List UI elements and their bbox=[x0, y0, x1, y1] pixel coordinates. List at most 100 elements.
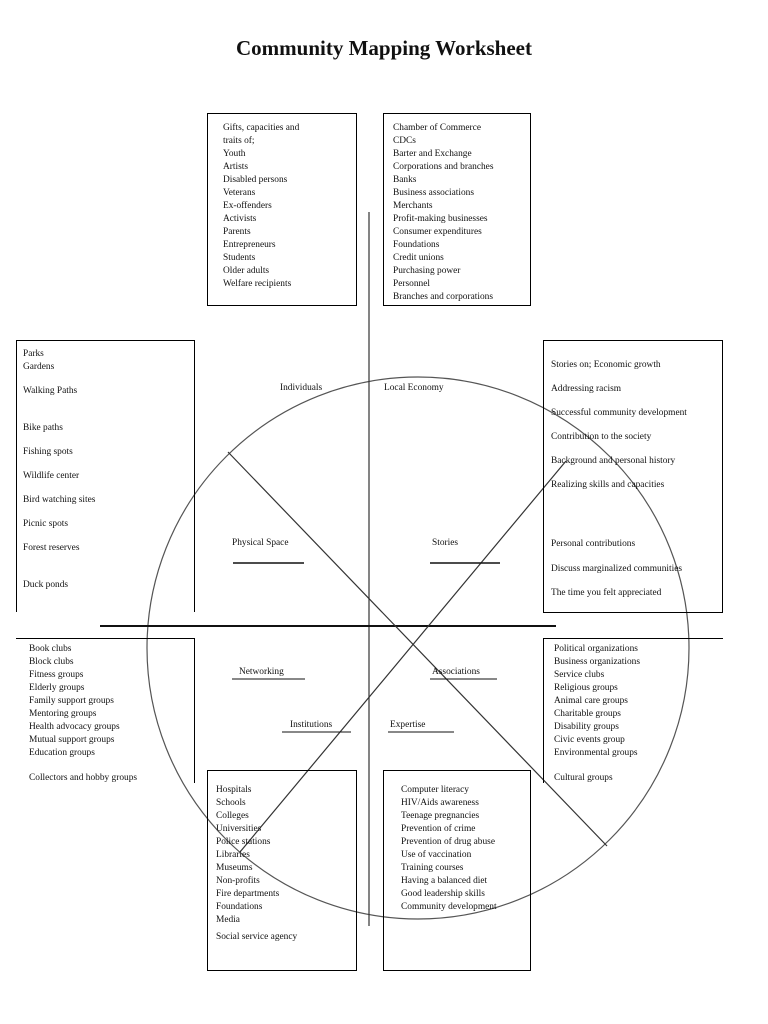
list-item: HIV/Aids awareness bbox=[401, 798, 479, 808]
list-item: The time you felt appreciated bbox=[551, 588, 662, 598]
list-item: Collectors and hobby groups bbox=[29, 773, 138, 783]
list-item: Family support groups bbox=[29, 696, 114, 706]
list-item: Barter and Exchange bbox=[393, 149, 472, 159]
label-expertise: Expertise bbox=[390, 720, 426, 730]
list-item: Activists bbox=[223, 214, 257, 224]
list-item: Having a balanced diet bbox=[401, 876, 488, 886]
list-item: Animal care groups bbox=[554, 696, 628, 706]
list-item: Bike paths bbox=[23, 423, 63, 433]
list-item: Gardens bbox=[23, 362, 55, 372]
list-item: Civic events group bbox=[554, 735, 625, 745]
list-item: Police stations bbox=[216, 837, 271, 847]
list-item: Chamber of Commerce bbox=[393, 123, 481, 133]
list-item: Mutual support groups bbox=[29, 735, 115, 745]
list-item: Profit-making businesses bbox=[393, 214, 488, 224]
list-item: Older adults bbox=[223, 266, 270, 276]
list-item: Schools bbox=[216, 798, 246, 808]
list-item: Colleges bbox=[216, 811, 249, 821]
list-item: Contribution to the society bbox=[551, 432, 652, 442]
list-item: Book clubs bbox=[29, 644, 72, 654]
list-item: Bird watching sites bbox=[23, 495, 96, 505]
list-item: Credit unions bbox=[393, 253, 444, 263]
list-item: Artists bbox=[223, 162, 249, 172]
list-item: Realizing skills and capacities bbox=[551, 480, 665, 490]
list-item: Good leadership skills bbox=[401, 889, 485, 899]
list-item: Ex-offenders bbox=[223, 201, 272, 211]
list-item: Stories on; Economic growth bbox=[551, 360, 661, 370]
list-item: traits of; bbox=[223, 136, 255, 146]
list-item: Media bbox=[216, 915, 240, 925]
list-item: Libraries bbox=[216, 850, 250, 860]
list-item: CDCs bbox=[393, 136, 416, 146]
list-item: Picnic spots bbox=[23, 519, 69, 529]
list-item: Personal contributions bbox=[551, 539, 636, 549]
list-item: Personnel bbox=[393, 279, 430, 289]
list-item: Purchasing power bbox=[393, 266, 461, 276]
list-item: Environmental groups bbox=[554, 748, 638, 758]
list-item: Computer literacy bbox=[401, 785, 469, 795]
label-individuals: Individuals bbox=[280, 383, 323, 393]
list-item: Use of vaccination bbox=[401, 850, 472, 860]
diagonal-right-to-left bbox=[239, 460, 567, 853]
list-item: Foundations bbox=[216, 902, 263, 912]
list-item: Disabled persons bbox=[223, 175, 288, 185]
list-item: Parks bbox=[23, 349, 44, 359]
list-item: Prevention of crime bbox=[401, 824, 476, 834]
list-item: Fire departments bbox=[216, 889, 280, 899]
list-item: Prevention of drug abuse bbox=[401, 837, 495, 847]
list-item: Charitable groups bbox=[554, 709, 621, 719]
list-item: Mentoring groups bbox=[29, 709, 97, 719]
list-item: Branches and corporations bbox=[393, 292, 493, 302]
list-item: Political organizations bbox=[554, 644, 638, 654]
label-institutions: Institutions bbox=[290, 720, 333, 730]
list-item: Fitness groups bbox=[29, 670, 84, 680]
list-item: Gifts, capacities and bbox=[223, 123, 300, 133]
list-item: Consumer expenditures bbox=[393, 227, 482, 237]
list-item: Teenage pregnancies bbox=[401, 811, 480, 821]
list-item: Addressing racism bbox=[551, 384, 622, 394]
list-item: Walking Paths bbox=[23, 386, 78, 396]
list-item: Education groups bbox=[29, 748, 95, 758]
list-item: Block clubs bbox=[29, 657, 74, 667]
label-physical-space: Physical Space bbox=[232, 538, 289, 548]
label-networking: Networking bbox=[239, 667, 284, 677]
list-item: Disability groups bbox=[554, 722, 619, 732]
list-item: Fishing spots bbox=[23, 447, 73, 457]
list-item: Banks bbox=[393, 175, 417, 185]
list-item: Hospitals bbox=[216, 785, 252, 795]
list-item: Welfare recipients bbox=[223, 279, 292, 289]
list-item: Health advocacy groups bbox=[29, 722, 120, 732]
list-item: Business associations bbox=[393, 188, 474, 198]
list-item: Cultural groups bbox=[554, 773, 613, 783]
list-item: Non-profits bbox=[216, 876, 260, 886]
list-item: Forest reserves bbox=[23, 543, 80, 553]
map-circle bbox=[146, 376, 690, 920]
page-title: Community Mapping Worksheet bbox=[236, 36, 532, 60]
list-item: Museums bbox=[216, 863, 253, 873]
label-local-economy: Local Economy bbox=[384, 383, 444, 393]
list-item: Community development bbox=[401, 902, 497, 912]
list-item: Foundations bbox=[393, 240, 440, 250]
list-item: Elderly groups bbox=[29, 683, 85, 693]
list-item: Religious groups bbox=[554, 683, 618, 693]
list-item: Parents bbox=[223, 227, 251, 237]
list-item: Duck ponds bbox=[23, 580, 69, 590]
list-item: Youth bbox=[223, 149, 246, 159]
list-item: Entrepreneurs bbox=[223, 240, 276, 250]
label-stories: Stories bbox=[432, 538, 459, 548]
list-item: Corporations and branches bbox=[393, 162, 494, 172]
list-item: Social service agency bbox=[216, 932, 298, 942]
list-item: Students bbox=[223, 253, 256, 263]
list-item: Business organizations bbox=[554, 657, 641, 667]
list-item: Background and personal history bbox=[551, 456, 676, 466]
list-item: Discuss marginalized communities bbox=[551, 564, 683, 574]
list-item: Wildlife center bbox=[23, 471, 80, 481]
list-item: Universities bbox=[216, 824, 262, 834]
